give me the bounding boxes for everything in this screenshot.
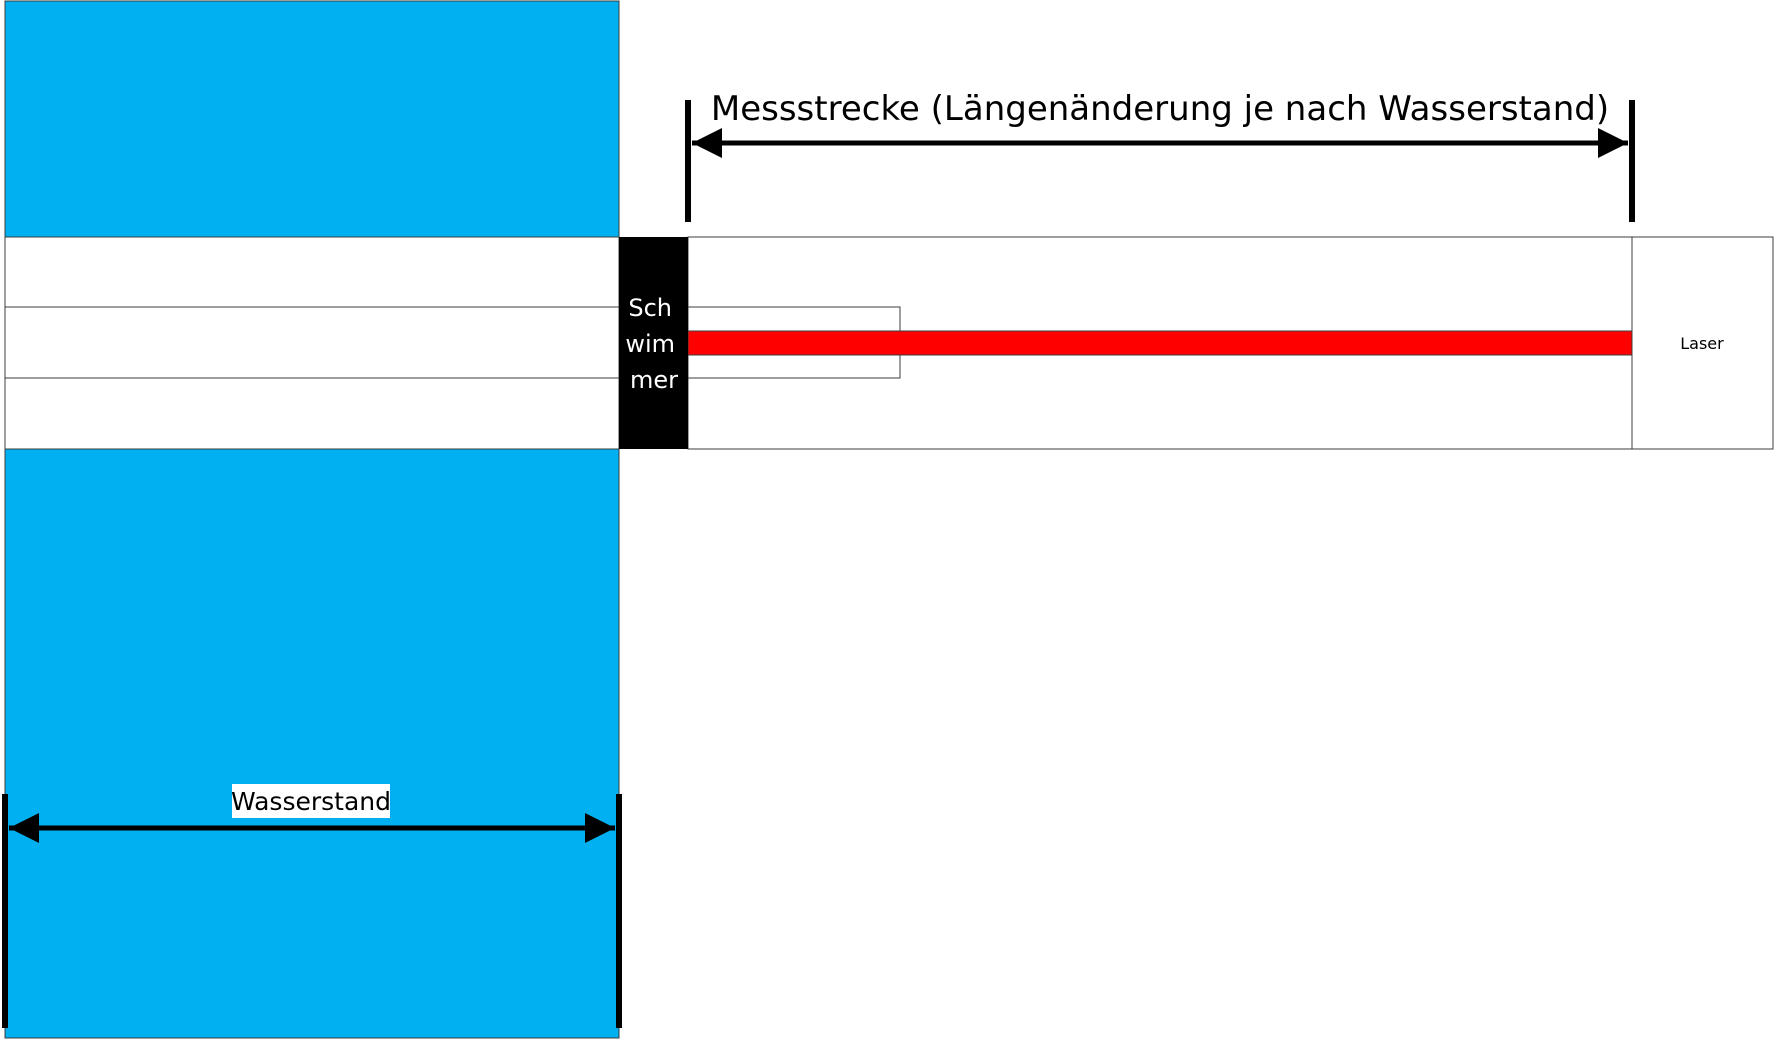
- water-body-lower: [4, 448, 620, 1039]
- float-label-line-1: Sch: [628, 294, 672, 322]
- measuring-distance-label: Messstrecke (Längenänderung je nach Wass…: [711, 89, 1609, 129]
- water-body-upper: [4, 0, 620, 238]
- water-level-label-background: [232, 784, 390, 818]
- float-label-line-3: mer: [630, 366, 678, 394]
- laser-housing: [1631, 236, 1774, 450]
- laser-beam: [687, 330, 1633, 356]
- float: [619, 237, 688, 449]
- water-level-label: Wasserstand: [231, 787, 391, 816]
- float-label-line-2: wim: [625, 330, 675, 358]
- float-label: Sch wim mer: [625, 294, 682, 394]
- laser-label: Laser: [1680, 334, 1724, 353]
- guide-rod-left: [4, 306, 620, 379]
